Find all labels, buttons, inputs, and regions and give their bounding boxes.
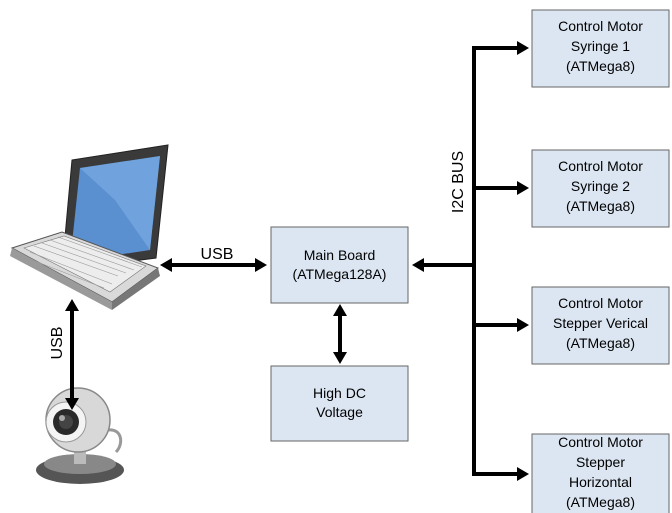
motor-syringe-2-box: Control Motor Syringe 2 (ATMega8)	[531, 149, 670, 228]
arrow-up-icon	[65, 299, 79, 311]
box-line: Syringe 2	[571, 178, 630, 194]
box-line: Voltage	[316, 404, 363, 420]
arrow-right-icon	[255, 258, 267, 272]
box-line: Horizontal	[569, 474, 632, 490]
box-line: Control Motor	[558, 158, 643, 174]
i2c-bus-label: I2C BUS	[450, 151, 467, 213]
usb-vertical-label: USB	[49, 327, 66, 360]
motor-stepper-vertical-box: Control Motor Stepper Verical (ATMega8)	[531, 286, 670, 365]
box-line: High DC	[313, 385, 366, 401]
box-line: Main Board	[304, 247, 376, 263]
box-line: Stepper Verical	[553, 315, 648, 331]
usb-label: USB	[201, 246, 234, 263]
box-line: Stepper	[576, 454, 625, 470]
box-line: (ATMega128A)	[293, 266, 387, 282]
arrow-down-icon	[333, 352, 347, 364]
arrow-right-icon	[517, 41, 529, 55]
motor-syringe-1-box: Control Motor Syringe 1 (ATMega8)	[531, 9, 670, 88]
box-line: Control Motor	[558, 18, 643, 34]
arrow-left-icon	[412, 258, 424, 272]
main-board-box: Main Board (ATMega128A)	[270, 226, 409, 304]
box-line: (ATMega8)	[566, 198, 635, 214]
high-dc-voltage-box: High DC Voltage	[270, 365, 409, 442]
arrow-right-icon	[517, 318, 529, 332]
box-line: Syringe 1	[571, 38, 630, 54]
motor-stepper-horizontal-box: Control Motor Stepper Horizontal (ATMega…	[531, 433, 670, 513]
box-line: Control Motor	[558, 434, 643, 450]
box-line: Control Motor	[558, 295, 643, 311]
arrow-down-icon	[65, 398, 79, 410]
arrow-left-icon	[160, 258, 172, 272]
arrow-right-icon	[517, 181, 529, 195]
connections	[65, 41, 529, 481]
webcam-icon	[36, 387, 124, 484]
box-line: (ATMega8)	[566, 335, 635, 351]
arrow-right-icon	[517, 467, 529, 481]
laptop-icon	[10, 144, 169, 310]
box-line: (ATMega8)	[566, 494, 635, 510]
box-line: (ATMega8)	[566, 58, 635, 74]
arrow-up-icon	[333, 304, 347, 316]
